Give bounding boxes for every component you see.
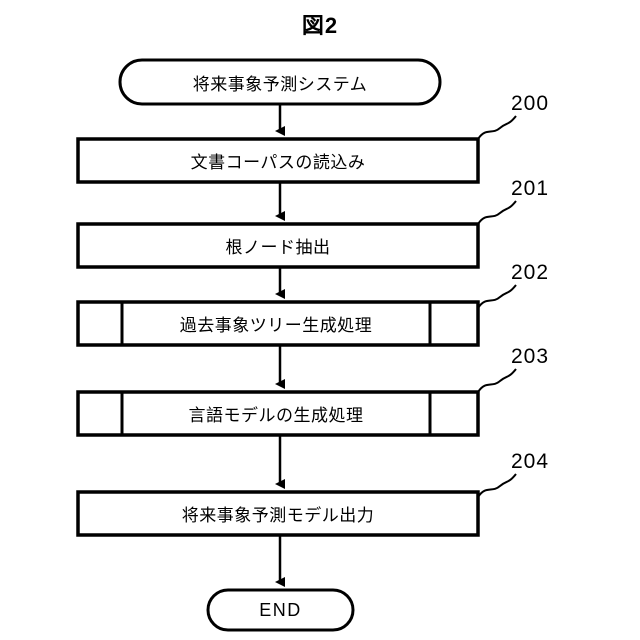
end-terminal-shape[interactable]	[206, 588, 355, 632]
start-terminal-shape[interactable]	[118, 58, 442, 106]
step-203-shape[interactable]	[76, 390, 480, 437]
ref-number-203: 203	[511, 345, 550, 368]
step-201-shape[interactable]	[76, 222, 480, 269]
leader-line-202	[477, 284, 517, 309]
step-202-shape[interactable]	[76, 300, 480, 347]
ref-number-204: 204	[511, 450, 550, 473]
ref-number-201: 201	[511, 177, 550, 200]
step-200-shape[interactable]	[76, 137, 480, 184]
ref-number-200: 200	[511, 92, 550, 115]
ref-number-202: 202	[511, 261, 550, 284]
leader-line-200	[477, 115, 517, 140]
step-204-shape[interactable]	[76, 490, 480, 537]
figure-title: 図2	[301, 13, 339, 38]
leader-line-204	[477, 473, 517, 498]
leader-line-203	[477, 368, 517, 393]
leader-line-201	[477, 200, 517, 225]
